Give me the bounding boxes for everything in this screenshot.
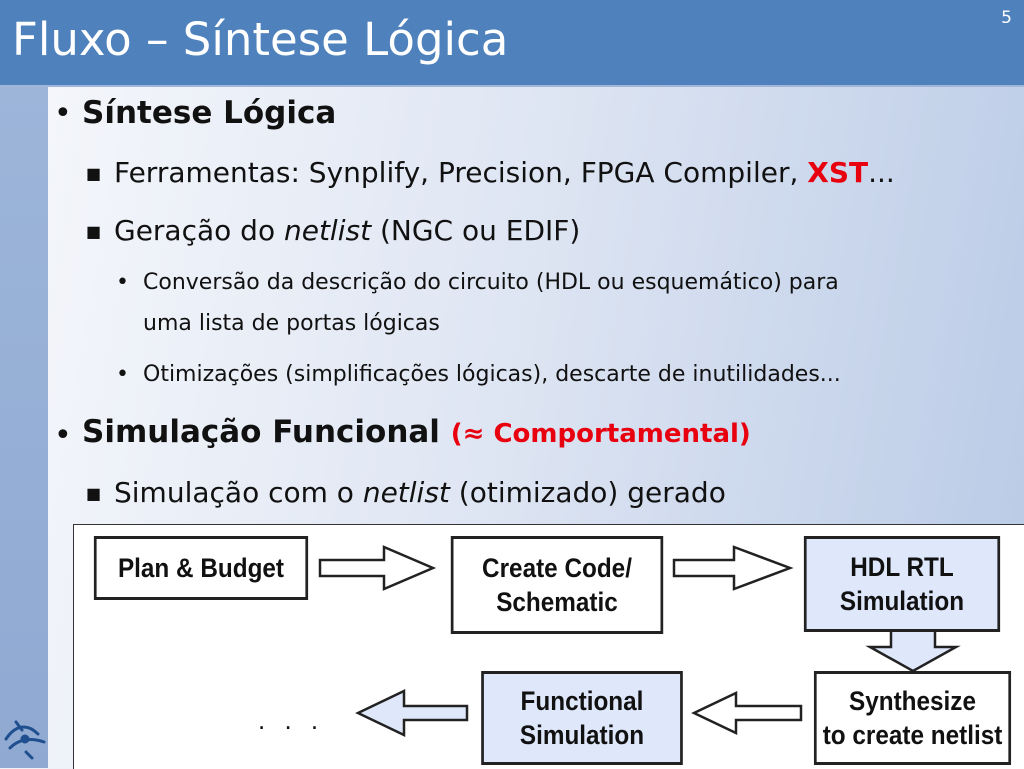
continuation-dots: . . . <box>258 705 325 735</box>
bullet-dot-icon: • <box>54 418 72 453</box>
arrow-create-to-hdl <box>672 545 794 591</box>
bullet-simulacao-netlist: Simulação com o netlist (otimizado) gera… <box>114 476 726 509</box>
bullet-conversao-line2: uma lista de portas lógicas <box>143 311 440 336</box>
bullet-conversao-line1: Conversão da descrição do circuito (HDL … <box>143 270 839 295</box>
square-bullet-icon: ■ <box>86 164 102 183</box>
simulacao-suffix: (otimizado) gerado <box>449 476 726 509</box>
arrow-functional-to-next <box>355 689 469 737</box>
create-netlist-label: to create netlist <box>822 720 1003 750</box>
hdl-simulation-label: Simulation <box>839 586 965 616</box>
comportamental-note: (≈ Comportamental) <box>450 419 751 449</box>
left-decorative-strip <box>0 87 48 768</box>
title-bar: Fluxo – Síntese Lógica 5 <box>0 0 1024 87</box>
arrow-hdl-to-synth <box>865 627 961 673</box>
bullet-sintese-logica: Síntese Lógica <box>82 95 337 131</box>
ferramentas-ellipsis: ... <box>868 156 895 189</box>
functional-label: Functional <box>520 686 644 716</box>
slide-title: Fluxo – Síntese Lógica <box>12 13 509 66</box>
simulacao-prefix: Simulação com o <box>114 476 363 509</box>
arrow-synth-to-functional <box>691 691 803 735</box>
bullet-geracao-netlist: Geração do netlist (NGC ou EDIF) <box>114 214 580 247</box>
bullet-dot-icon: • <box>116 362 129 387</box>
bullet-ferramentas: Ferramentas: Synplify, Precision, FPGA C… <box>114 156 895 189</box>
institution-logo-icon <box>4 720 46 760</box>
plan-budget-label: Plan & Budget <box>117 553 285 583</box>
square-bullet-icon: ■ <box>86 222 102 241</box>
ferramentas-text: Ferramentas: Synplify, Precision, FPGA C… <box>114 156 808 189</box>
functional-simulation-label: Simulation <box>519 720 645 750</box>
design-flow-diagram: Plan & Budget Create Code/Schematic HDL … <box>73 524 1024 769</box>
create-code-box: Create Code/Schematic <box>450 536 664 634</box>
flow-arrows <box>318 545 961 737</box>
plan-budget-box: Plan & Budget <box>93 536 309 600</box>
netlist-term: netlist <box>362 476 450 509</box>
square-bullet-icon: ■ <box>86 484 102 503</box>
bullet-dot-icon: • <box>54 96 72 131</box>
slide-number: 5 <box>1001 8 1012 28</box>
hdl-rtl-label: HDL RTL <box>850 552 954 582</box>
bullet-dot-icon: • <box>116 270 129 295</box>
create-code-label: Create Code/ <box>482 553 632 583</box>
arrow-plan-to-create <box>318 545 437 591</box>
xst-highlight: XST <box>807 156 869 189</box>
schematic-label: Schematic <box>496 587 618 617</box>
bullet-simulacao-funcional: Simulação Funcional (≈ Comportamental) <box>82 414 751 450</box>
simulacao-funcional-text: Simulação Funcional <box>82 414 440 450</box>
synthesize-box: Synthesize to create netlist <box>813 671 1012 765</box>
netlist-term: netlist <box>283 214 372 247</box>
hdl-rtl-simulation-box: HDL RTL Simulation <box>803 536 1001 632</box>
bullet-otimizacoes: Otimizações (simplificações lógicas), de… <box>143 362 841 387</box>
geracao-prefix: Geração do <box>114 214 284 247</box>
geracao-suffix: (NGC ou EDIF) <box>371 214 581 247</box>
synthesize-label: Synthesize <box>849 686 976 716</box>
